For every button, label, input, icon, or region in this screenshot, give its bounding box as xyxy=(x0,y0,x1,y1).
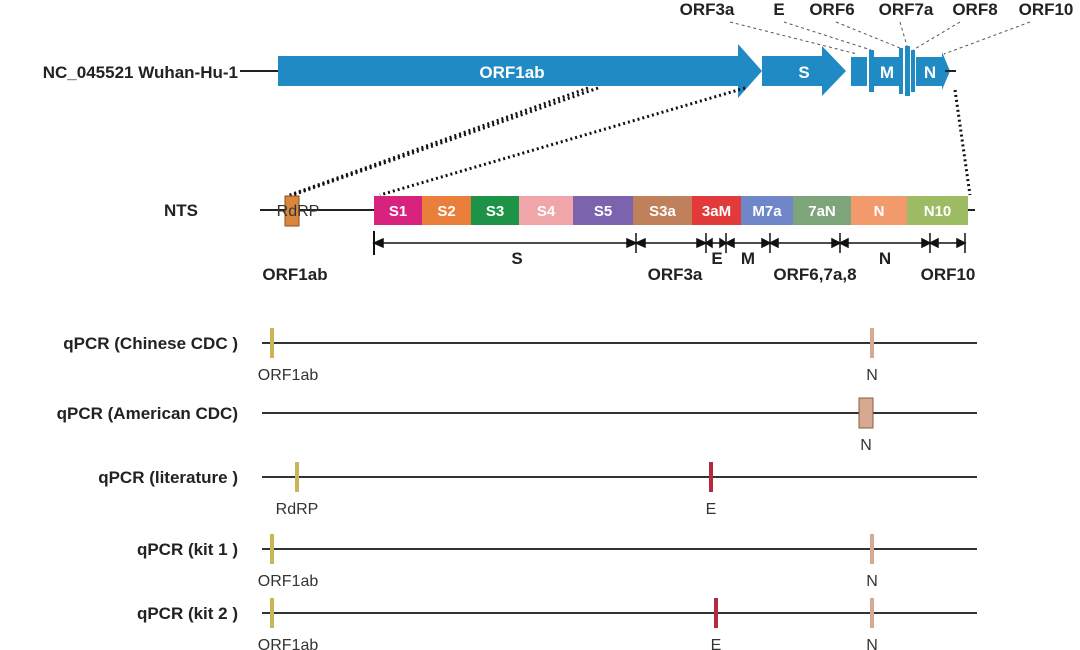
nts-segment xyxy=(573,196,633,225)
nts-segments: S1 S2 S3 S4 S5 S3a 3aM M7a 7aN N N10 xyxy=(374,196,968,225)
e-label: E xyxy=(773,0,784,19)
target-marker xyxy=(870,534,874,564)
nts-segment xyxy=(471,196,519,225)
e-block xyxy=(869,50,874,92)
zoom-lines xyxy=(286,86,972,198)
target-marker xyxy=(270,328,274,358)
region-n: N xyxy=(879,249,891,268)
nts-label: NTS xyxy=(164,201,198,220)
n-arrow-label: N xyxy=(924,63,936,82)
nts-segment-label: S5 xyxy=(594,203,612,220)
assay-label: qPCR (kit 1 ) xyxy=(137,540,238,559)
s-arrow-label: S xyxy=(798,63,809,82)
region-orf678: ORF6,7a,8 xyxy=(773,265,856,284)
orf6-block xyxy=(899,48,903,94)
nts-segment xyxy=(692,196,741,225)
nts-segment xyxy=(793,196,851,225)
nts-segment-label: N xyxy=(874,203,885,220)
orf3a-label: ORF3a xyxy=(680,0,735,19)
region-brackets xyxy=(372,231,967,255)
target-label: N xyxy=(866,637,878,650)
nts-segment-label: N10 xyxy=(924,203,952,220)
orf6-label: ORF6 xyxy=(809,0,854,19)
assay-label: qPCR (American CDC) xyxy=(57,404,238,423)
n-arrow xyxy=(916,52,950,90)
rdrp-label: RdRP xyxy=(277,203,320,220)
target-label: E xyxy=(706,501,717,518)
s-arrow xyxy=(762,46,846,96)
rdrp-box xyxy=(284,195,300,227)
orf8-label: ORF8 xyxy=(952,0,997,19)
nts-segment xyxy=(907,196,968,225)
orf8-block xyxy=(911,50,915,92)
nts-segment-label: M7a xyxy=(752,203,782,220)
target-label: ORF1ab xyxy=(258,573,319,590)
nts-segment-label: S3a xyxy=(649,203,676,220)
nts-segment xyxy=(633,196,692,225)
region-orf3a: ORF3a xyxy=(648,265,703,284)
orf-leader-lines xyxy=(729,21,1031,55)
target-marker xyxy=(870,598,874,628)
assay-label: qPCR (kit 2 ) xyxy=(137,604,238,623)
orf10-label: ORF10 xyxy=(1019,0,1074,19)
nts-segment xyxy=(374,196,422,225)
target-marker xyxy=(870,328,874,358)
assay-label: qPCR (literature ) xyxy=(98,468,238,487)
nts-segment xyxy=(851,196,907,225)
orf1ab-arrow-label: ORF1ab xyxy=(479,63,544,82)
target-label: N xyxy=(860,437,872,454)
target-marker xyxy=(714,598,718,628)
target-marker xyxy=(709,462,713,492)
m-arrow-label: M xyxy=(880,63,894,82)
target-marker xyxy=(270,534,274,564)
target-label: N xyxy=(866,573,878,590)
orf3a-block xyxy=(851,57,867,86)
nts-segment-label: 7aN xyxy=(808,203,836,220)
nts-segment-label: S3 xyxy=(486,203,504,220)
target-marker xyxy=(858,397,874,429)
region-s: S xyxy=(511,249,522,268)
region-m: M xyxy=(741,249,755,268)
rdrp-gene-label: ORF1ab xyxy=(262,265,327,284)
target-label: E xyxy=(711,637,722,650)
genome-label: NC_045521 Wuhan-Hu-1 xyxy=(43,63,238,82)
orf7a-label: ORF7a xyxy=(879,0,934,19)
m-block xyxy=(873,57,901,86)
target-marker xyxy=(270,598,274,628)
nts-segment xyxy=(422,196,471,225)
target-label: ORF1ab xyxy=(258,637,319,650)
region-e: E xyxy=(711,249,722,268)
target-marker xyxy=(295,462,299,492)
region-orf10: ORF10 xyxy=(921,265,976,284)
target-label: RdRP xyxy=(276,501,319,518)
orf7a-block xyxy=(905,46,910,96)
nts-segment-label: S4 xyxy=(537,203,556,220)
assay-label: qPCR (Chinese CDC ) xyxy=(63,334,238,353)
nts-segment-label: S1 xyxy=(389,203,407,220)
orf1ab-arrow xyxy=(278,44,762,98)
target-label: ORF1ab xyxy=(258,367,319,384)
nts-segment-label: S2 xyxy=(437,203,455,220)
nts-segment xyxy=(519,196,573,225)
nts-segment xyxy=(741,196,793,225)
nts-segment-label: 3aM xyxy=(702,203,731,220)
target-label: N xyxy=(866,367,878,384)
